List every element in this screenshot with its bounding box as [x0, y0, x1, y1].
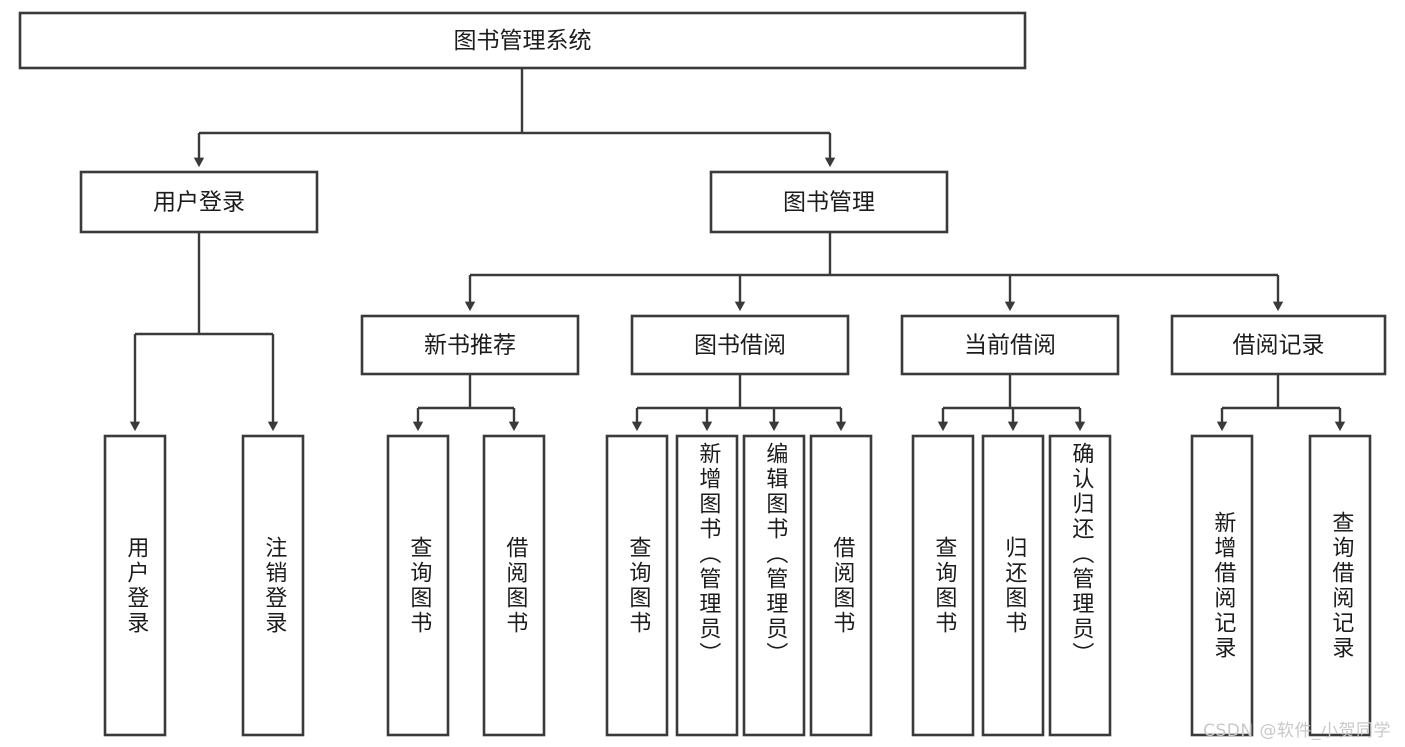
leaf-rect-query-record[interactable]: [1308, 434, 1372, 737]
node-borrow-record-label: 借阅记录: [1233, 333, 1325, 359]
edges-newbook-to-leaves: [412, 374, 520, 432]
node-book-manage-label: 图书管理: [783, 190, 875, 216]
leaf-rect-borrow-book-2[interactable]: [809, 434, 873, 737]
leaf-rect-confirm-return[interactable]: [1048, 434, 1112, 737]
edges-userlogin-to-leaves: [129, 232, 279, 432]
leaf-rect-query-book-1[interactable]: [386, 434, 450, 737]
node-root[interactable]: 图书管理系统: [18, 11, 1027, 70]
node-user-login-label: 用户登录: [153, 190, 245, 216]
node-current-borrow-label: 当前借阅: [964, 333, 1056, 359]
leaf-rect-query-book-3[interactable]: [911, 434, 975, 737]
edges-currentborrow-to-leaves: [937, 374, 1086, 432]
node-book-borrow-label: 图书借阅: [694, 333, 786, 359]
leaf-rect-user-login[interactable]: [103, 434, 167, 737]
node-book-borrow[interactable]: 图书借阅: [630, 314, 850, 376]
leaf-rects: [103, 434, 1372, 737]
leaf-rect-add-book[interactable]: [675, 434, 739, 737]
node-new-book-rec[interactable]: 新书推荐: [360, 314, 580, 376]
node-new-book-rec-label: 新书推荐: [424, 333, 516, 359]
csdn-watermark: CSDN @软件_小贺同学: [1203, 721, 1391, 741]
node-root-label: 图书管理系统: [454, 28, 592, 54]
leaf-rect-borrow-book-1[interactable]: [482, 434, 546, 737]
node-borrow-record[interactable]: 借阅记录: [1170, 314, 1387, 376]
node-user-login[interactable]: 用户登录: [79, 170, 319, 234]
leaf-rect-query-book-2[interactable]: [605, 434, 669, 737]
leaf-rect-edit-book[interactable]: [742, 434, 806, 737]
node-current-borrow[interactable]: 当前借阅: [900, 314, 1120, 376]
leaf-rect-return-book[interactable]: [981, 434, 1045, 737]
leaf-rect-add-record[interactable]: [1190, 434, 1254, 737]
edges-bookmanage-to-level3: [464, 232, 1284, 312]
node-book-manage[interactable]: 图书管理: [709, 170, 949, 234]
leaf-rect-user-logout[interactable]: [241, 434, 305, 737]
edges-borrowrecord-to-leaves: [1216, 374, 1346, 432]
edges-bookborrow-to-leaves: [631, 374, 847, 432]
edges-root-to-level2: [193, 68, 836, 168]
